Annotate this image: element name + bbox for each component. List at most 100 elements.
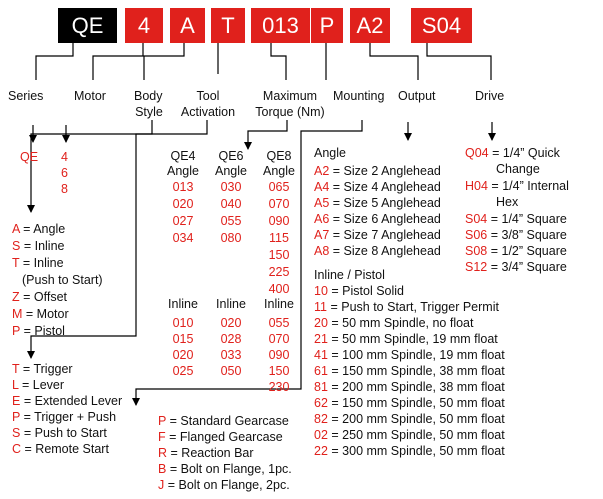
output-angle-option-desc: = Size 6 Anglehead	[332, 212, 441, 226]
torque-value: 020	[220, 316, 242, 330]
drive-option-desc: = 3/4” Square	[490, 260, 567, 274]
output-inline-option-code: 20	[314, 316, 328, 330]
tool-activation-option-desc: = Extended Lever	[23, 394, 123, 408]
output-angle-option-code: A4	[314, 180, 330, 194]
torque-value: 090	[268, 214, 290, 228]
mounting-option-code: J	[158, 478, 165, 492]
torque-value: 028	[220, 332, 242, 346]
output-inline-option: 11 = Push to Start, Trigger Permit	[314, 300, 499, 315]
torque-value: 090	[268, 348, 290, 362]
drive-option-code: S12	[465, 260, 488, 274]
body-style-option-desc: = Motor	[25, 307, 69, 321]
torque-value: 400	[268, 282, 290, 296]
body-style-option-code: P	[12, 324, 21, 338]
mounting-option: P = Standard Gearcase	[158, 414, 289, 429]
drive-option-desc: = 1/2” Square	[490, 244, 567, 258]
output-angle-option: A4 = Size 4 Anglehead	[314, 180, 441, 195]
torque-value: 020	[172, 197, 194, 211]
output-inline-option: 41 = 100 mm Spindle, 19 mm float	[314, 348, 505, 363]
output-angle-option-desc: = Size 4 Anglehead	[332, 180, 441, 194]
drive-option-desc: = 3/8” Square	[490, 228, 567, 242]
drive-option: H04 = 1/4” Internal	[465, 179, 569, 194]
torque-value: 225	[268, 265, 290, 279]
torque-value: 055	[220, 214, 242, 228]
output-angle-option: A2 = Size 2 Anglehead	[314, 164, 441, 179]
tool-activation-option-desc: = Trigger	[22, 362, 73, 376]
tool-activation-option-desc: = Trigger + Push	[23, 410, 117, 424]
series-code: QE	[20, 150, 39, 164]
output-inline-option-code: 10	[314, 284, 328, 298]
label-tool-line1: Tool	[196, 89, 220, 103]
output-angle-option-desc: = Size 8 Anglehead	[332, 244, 441, 258]
tool-activation-option-code: S	[12, 426, 21, 440]
output-inline-option: 02 = 250 mm Spindle, 50 mm float	[314, 428, 505, 443]
torque-angle-header: QE6	[218, 149, 244, 163]
output-inline-option: 20 = 50 mm Spindle, no float	[314, 316, 474, 331]
output-angle-option-code: A2	[314, 164, 330, 178]
mounting-option-desc: = Bolt on Flange, 2pc.	[167, 478, 290, 492]
output-inline-option-desc: = 250 mm Spindle, 50 mm float	[331, 428, 505, 442]
drive-option: S08 = 1/2” Square	[465, 244, 567, 259]
drive-option-code: Q04	[465, 146, 489, 160]
output-inline-option-desc: = 150 mm Spindle, 38 mm float	[331, 364, 505, 378]
drive-option-code: S08	[465, 244, 488, 258]
output-inline-option-desc: = 150 mm Spindle, 50 mm float	[331, 396, 505, 410]
body-style-option: A = Angle	[12, 222, 65, 237]
code-box-output: A2	[350, 8, 390, 43]
code-box-mounting: P	[311, 8, 343, 43]
torque-angle-header: QE8	[266, 149, 292, 163]
body-style-option: S = Inline	[12, 239, 64, 254]
output-inline-option: 22 = 300 mm Spindle, 50 mm float	[314, 444, 505, 459]
tool-activation-option: P = Trigger + Push	[12, 410, 116, 425]
torque-value: 010	[172, 316, 194, 330]
torque-value: 080	[220, 231, 242, 245]
torque-value: 030	[220, 180, 242, 194]
mounting-option: F = Flanged Gearcase	[158, 430, 283, 445]
tool-activation-option: S = Push to Start	[12, 426, 107, 441]
torque-value: 027	[172, 214, 194, 228]
output-angle-option: A7 = Size 7 Anglehead	[314, 228, 441, 243]
output-inline-option-desc: = 200 mm Spindle, 38 mm float	[331, 380, 505, 394]
output-angle-option-desc: = Size 2 Anglehead	[332, 164, 441, 178]
body-style-option: (Push to Start)	[22, 273, 103, 288]
mounting-option-desc: = Bolt on Flange, 1pc.	[169, 462, 292, 476]
output-inline-option-desc: = Push to Start, Trigger Permit	[330, 300, 499, 314]
label-drive: Drive	[475, 89, 505, 103]
mounting-option-code: B	[158, 462, 167, 476]
tool-activation-option-desc: = Push to Start	[23, 426, 107, 440]
output-inline-option: 61 = 150 mm Spindle, 38 mm float	[314, 364, 505, 379]
output-inline-option: 81 = 200 mm Spindle, 38 mm float	[314, 380, 505, 395]
output-inline-title: Inline / Pistol	[314, 268, 385, 282]
drive-option: Q04 = 1/4” Quick	[465, 146, 560, 161]
drive-option-desc: = 1/4” Square	[490, 212, 567, 226]
torque-value: 013	[172, 180, 194, 194]
motor-option: 8	[61, 182, 68, 196]
body-style-option-code: M	[12, 307, 23, 321]
output-inline-option-code: 41	[314, 348, 328, 362]
label-motor: Motor	[74, 89, 106, 103]
output-angle-option-code: A8	[314, 244, 330, 258]
drive-option: S06 = 3/8” Square	[465, 228, 567, 243]
output-inline-option-code: 21	[314, 332, 328, 346]
output-inline-option: 10 = Pistol Solid	[314, 284, 404, 299]
drive-option: S04 = 1/4” Square	[465, 212, 567, 227]
body-style-option: Z = Offset	[12, 290, 67, 305]
torque-value: 065	[268, 180, 290, 194]
body-style-option-desc: = Offset	[23, 290, 68, 304]
body-style-option-code: Z	[12, 290, 20, 304]
torque-angle-header: Angle	[167, 164, 199, 178]
output-angle-option-desc: = Size 5 Anglehead	[332, 196, 441, 210]
output-inline-option-code: 02	[314, 428, 328, 442]
torque-inline-header: Inline	[168, 297, 198, 311]
code-box-body-style: A	[170, 8, 205, 43]
torque-value: 150	[268, 248, 290, 262]
torque-inline-header: Inline	[216, 297, 246, 311]
output-inline-option-code: 62	[314, 396, 328, 410]
code-box-tool-activation: T	[211, 8, 245, 43]
tool-activation-option-code: C	[12, 442, 22, 456]
drive-option: S12 = 3/4” Square	[465, 260, 567, 275]
body-style-option-code: T	[12, 256, 20, 270]
torque-value: 040	[220, 197, 242, 211]
drive-option-desc: = 1/4” Quick	[492, 146, 560, 160]
